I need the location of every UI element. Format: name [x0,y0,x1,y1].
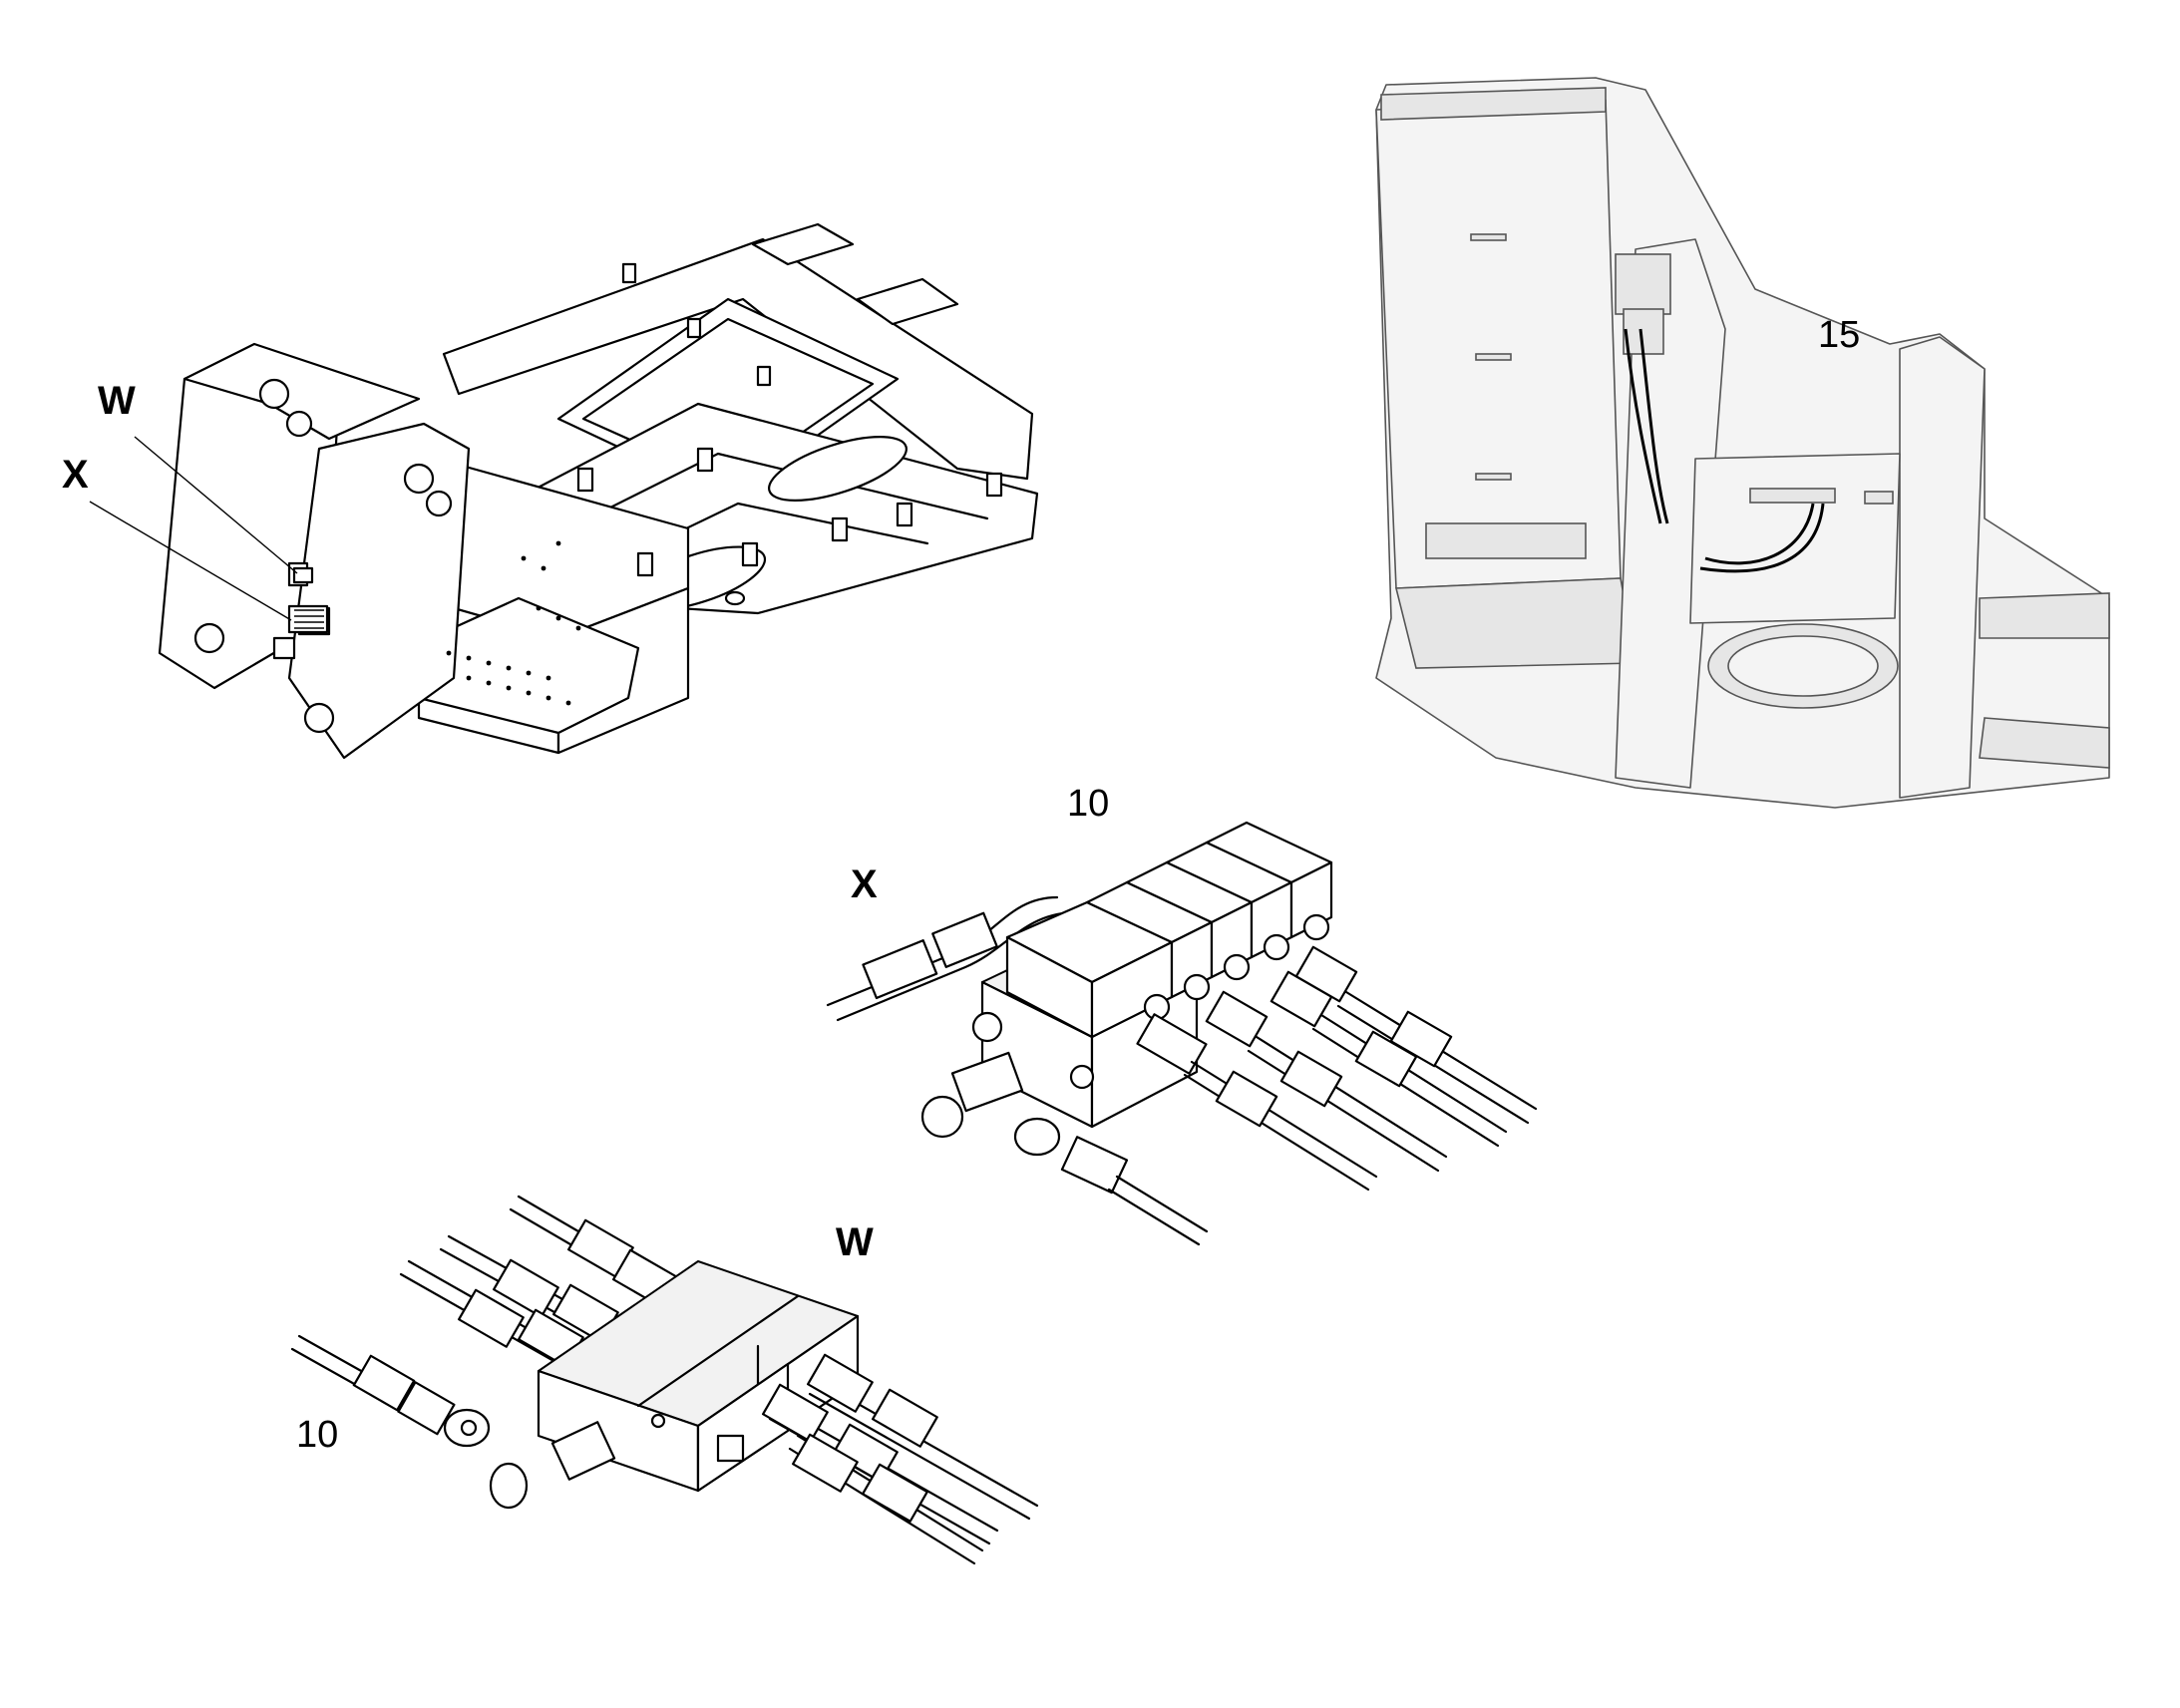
callout-10-block-w: 10 [296,1414,339,1456]
callout-w-frame: W [98,379,136,423]
callout-10-block-x: 10 [1067,783,1110,825]
callout-x-block: X [851,862,878,906]
callout-15: 15 [1818,314,1861,356]
callout-x-frame: X [62,453,89,497]
callout-w-block: W [836,1220,874,1264]
